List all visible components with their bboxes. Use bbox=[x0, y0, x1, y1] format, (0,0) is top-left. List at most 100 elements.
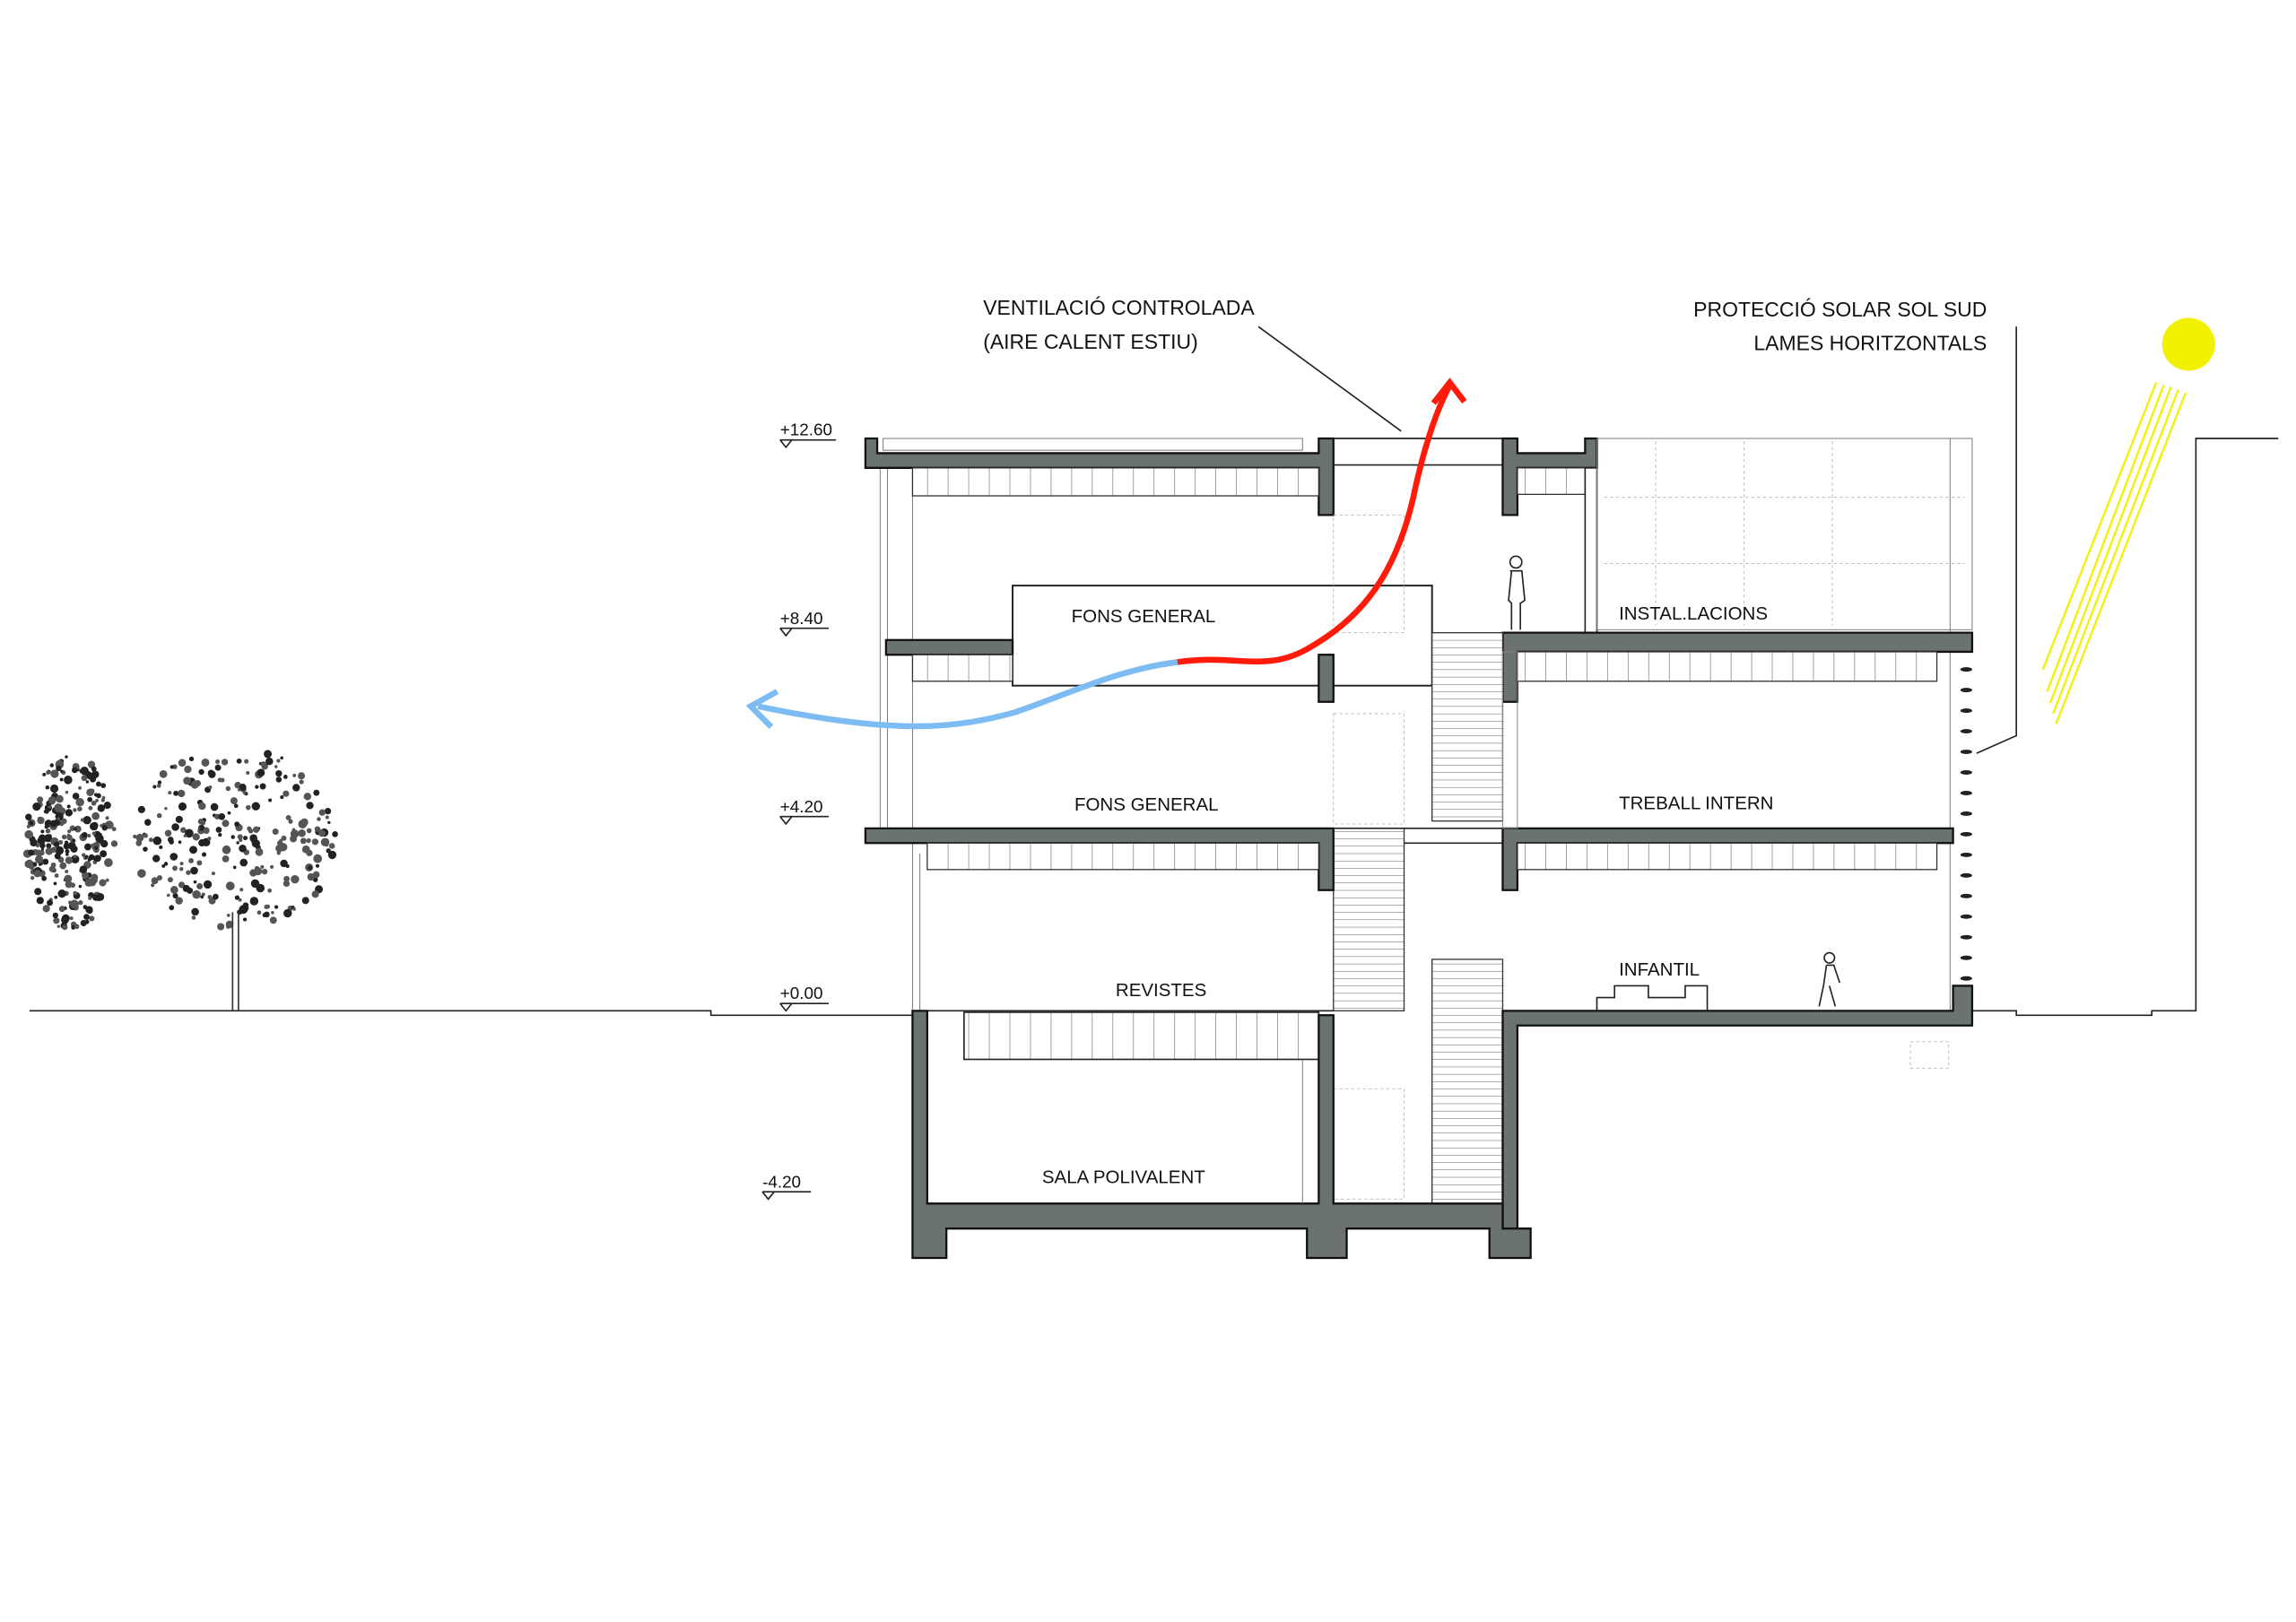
tree-foliage bbox=[300, 837, 307, 845]
tree-foliage bbox=[179, 867, 184, 872]
tree-foliage bbox=[37, 816, 45, 825]
tree-foliage bbox=[66, 804, 71, 809]
level-marker: +4.20 bbox=[779, 797, 829, 826]
tree-foliage bbox=[91, 766, 97, 772]
louvre-blade bbox=[1960, 914, 1972, 919]
sun-icon bbox=[2161, 317, 2215, 371]
tree-foliage bbox=[85, 780, 90, 784]
tree-foliage bbox=[61, 834, 67, 840]
tree-foliage bbox=[56, 765, 62, 772]
solar-note: PROTECCIÓ SOLAR SOL SUD bbox=[1693, 298, 1987, 321]
tree-foliage bbox=[210, 802, 219, 811]
tree-foliage bbox=[89, 915, 95, 922]
louvre-blade bbox=[1960, 893, 1972, 898]
tree-foliage bbox=[42, 772, 47, 776]
tree-foliage bbox=[239, 837, 243, 843]
tree-foliage bbox=[91, 800, 97, 806]
tree-foliage bbox=[170, 765, 174, 769]
tree-foliage bbox=[59, 862, 67, 870]
tree-foliage bbox=[274, 765, 278, 768]
tree-foliage bbox=[328, 843, 335, 849]
tree-foliage bbox=[148, 837, 153, 843]
tree-foliage bbox=[59, 777, 64, 782]
tree-foliage bbox=[264, 750, 273, 759]
tree-foliage bbox=[43, 810, 48, 814]
tree-foliage bbox=[49, 763, 55, 768]
louvre-blade bbox=[1960, 729, 1972, 734]
louvre-blade bbox=[1960, 852, 1972, 857]
tree-foliage bbox=[170, 886, 178, 894]
tree-foliage bbox=[30, 875, 35, 880]
tree-foliage bbox=[185, 828, 194, 838]
tree-foliage bbox=[110, 840, 118, 847]
tree-foliage bbox=[95, 798, 99, 802]
level-marker: +8.40 bbox=[779, 609, 829, 638]
tree-foliage bbox=[259, 783, 266, 790]
tree-foliage bbox=[71, 854, 80, 864]
tree-foliage bbox=[268, 798, 273, 802]
tree-foliage bbox=[46, 843, 52, 849]
louvre-blade bbox=[1960, 750, 1972, 754]
tree-foliage bbox=[91, 811, 100, 820]
tree-foliage bbox=[232, 865, 237, 870]
tree-foliage bbox=[83, 815, 91, 825]
tree-foliage bbox=[73, 890, 77, 896]
tree-foliage bbox=[77, 806, 83, 811]
tree-foliage bbox=[58, 906, 65, 913]
tree-foliage bbox=[280, 795, 284, 800]
tree-foliage bbox=[26, 859, 33, 867]
tree-foliage bbox=[159, 769, 168, 778]
tree-foliage bbox=[172, 865, 178, 872]
tree-foliage bbox=[251, 839, 260, 848]
tree-foliage bbox=[292, 773, 297, 777]
tree-foliage bbox=[53, 881, 57, 886]
tree-foliage bbox=[78, 899, 83, 906]
tree-foliage bbox=[159, 845, 163, 850]
tree-foliage bbox=[283, 790, 290, 797]
tree-foliage bbox=[54, 873, 59, 878]
hot-air-arrow bbox=[1177, 384, 1453, 665]
tree-foliage bbox=[175, 815, 183, 823]
tree-foliage bbox=[189, 846, 197, 854]
tree-foliage bbox=[65, 755, 68, 759]
tree-foliage bbox=[201, 852, 207, 857]
tree-foliage bbox=[225, 881, 235, 890]
tree-foliage bbox=[93, 793, 99, 797]
tree-foliage bbox=[52, 912, 58, 919]
level-marker: +0.00 bbox=[779, 984, 829, 1012]
tree-foliage bbox=[84, 879, 93, 887]
tree-foliage bbox=[314, 826, 321, 832]
tree-foliage bbox=[303, 793, 312, 801]
tree-foliage bbox=[260, 761, 266, 768]
tree-foliage bbox=[97, 804, 106, 812]
tree-foliage bbox=[34, 888, 42, 896]
tree-foliage bbox=[65, 809, 74, 817]
tree-foliage bbox=[46, 770, 50, 776]
tree-foliage bbox=[178, 759, 187, 768]
tree-foliage bbox=[65, 856, 74, 864]
room-label-instal-lacions: INSTAL.LACIONS bbox=[1619, 603, 1768, 624]
level-marker: +12.60 bbox=[779, 421, 837, 449]
tree-foliage bbox=[283, 908, 292, 918]
tree-foliage bbox=[70, 882, 76, 889]
tree-foliage bbox=[222, 820, 230, 828]
tree-foliage bbox=[191, 907, 199, 916]
tree-foliage bbox=[308, 865, 313, 871]
room-label-fons-general: FONS GENERAL bbox=[1072, 606, 1216, 627]
tree-foliage bbox=[242, 791, 247, 794]
tree-foliage bbox=[151, 883, 155, 888]
tree-foliage bbox=[269, 916, 277, 924]
tree-foliage bbox=[267, 888, 273, 893]
tree-foliage bbox=[53, 917, 60, 924]
tree-foliage bbox=[183, 834, 187, 837]
tree-foliage bbox=[36, 897, 44, 905]
tree-foliage bbox=[64, 776, 73, 785]
tree-foliage bbox=[217, 923, 225, 931]
tree-foliage bbox=[230, 835, 235, 839]
room-label-infantil: INFANTIL bbox=[1619, 959, 1700, 980]
tree-foliage bbox=[260, 864, 265, 869]
tree-foliage bbox=[54, 895, 58, 899]
louvre-blade bbox=[1960, 811, 1972, 816]
tree-foliage bbox=[161, 863, 166, 868]
tree-foliage bbox=[156, 812, 162, 819]
